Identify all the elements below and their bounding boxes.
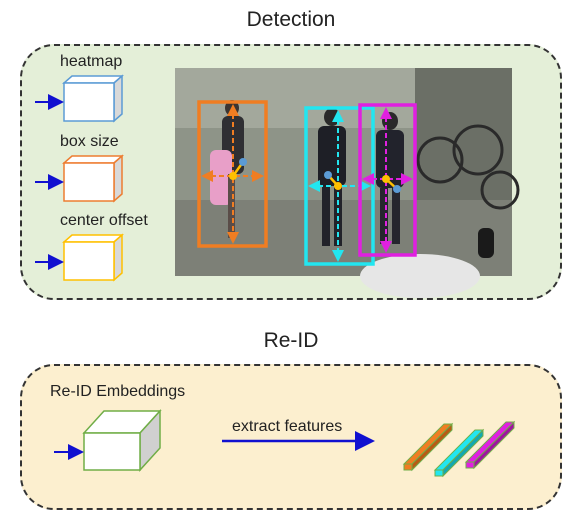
detection-title: Detection xyxy=(246,8,336,31)
reid-embeddings-label: Re-ID Embeddings xyxy=(50,383,186,400)
magenta-detection-box xyxy=(358,103,417,257)
box-size-label: box size xyxy=(60,133,119,150)
reid-embedding-cube xyxy=(82,409,162,472)
feature-vector-cyan xyxy=(433,428,485,478)
center-offset-label: center offset xyxy=(60,212,148,229)
heatmap-cube xyxy=(62,74,124,123)
orange-detection-box xyxy=(197,100,268,248)
feature-vector-orange xyxy=(402,422,454,472)
feature-vector-magenta xyxy=(464,420,516,470)
heatmap-label: heatmap xyxy=(60,53,123,70)
box-size-cube xyxy=(62,154,124,203)
center-offset-cube xyxy=(62,233,124,282)
reid-title: Re-ID xyxy=(263,329,319,352)
extract-features-label: extract features xyxy=(232,418,343,435)
cyan-detection-box xyxy=(304,106,375,266)
